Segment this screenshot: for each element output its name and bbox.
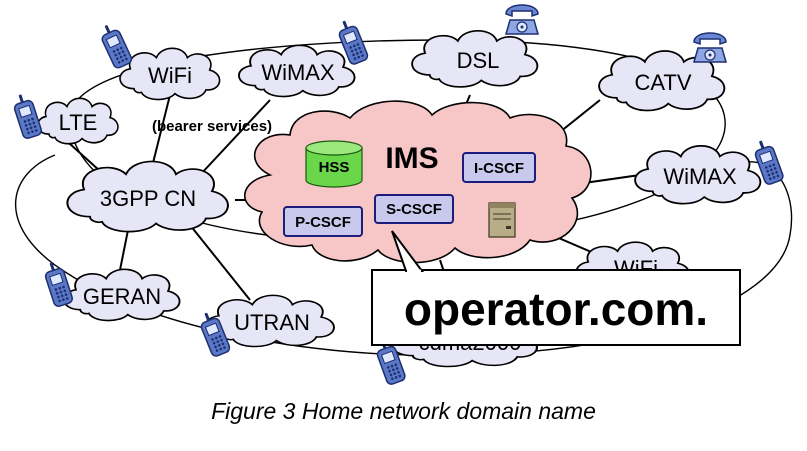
domain-name-callout: operator.com. (371, 230, 741, 346)
cloud-catv: CATV (598, 50, 726, 112)
svg-text:I-CSCF: I-CSCF (474, 160, 524, 177)
svg-text:WiMAX: WiMAX (261, 60, 335, 85)
figure-caption: Figure 3 Home network domain name (211, 398, 596, 424)
svg-text:LTE: LTE (59, 110, 98, 135)
mobile-phone-icon (10, 91, 44, 141)
cloud-dsl: DSL (411, 29, 539, 88)
svg-text:HSS: HSS (319, 159, 350, 176)
icscf-node: I-CSCF (462, 152, 536, 183)
ims-title: IMS (385, 142, 438, 175)
svg-text:UTRAN: UTRAN (234, 310, 310, 335)
hss-database: HSS (305, 140, 363, 188)
svg-text:GERAN: GERAN (83, 284, 161, 309)
cloud-lte: LTE (36, 97, 119, 145)
cloud-utran: UTRAN (204, 294, 335, 348)
svg-text:CATV: CATV (634, 70, 691, 95)
cloud-3gpp-cn: 3GPP CN (66, 160, 229, 233)
svg-text:P-CSCF: P-CSCF (295, 214, 351, 231)
database-icon (305, 140, 363, 188)
ims-cloud: IMS (244, 100, 592, 264)
upper-ring (69, 39, 726, 242)
link-cn-utran (189, 224, 251, 301)
svg-text:DSL: DSL (457, 48, 500, 73)
svg-text:S-CSCF: S-CSCF (386, 201, 442, 218)
svg-text:3GPP CN: 3GPP CN (100, 186, 196, 211)
bearer-services-label: (bearer services) (152, 118, 272, 135)
pcscf-node: P-CSCF (283, 206, 363, 237)
svg-text:WiMAX: WiMAX (663, 164, 737, 189)
link-cn-wimax (199, 99, 271, 176)
cloud-wimax-right: WiMAX (634, 144, 762, 205)
desk-telephone-icon (505, 4, 539, 35)
domain-name: operator.com. (404, 283, 708, 335)
cloud-wifi-top: WiFi (119, 47, 221, 101)
mobile-phone-icon (96, 20, 134, 71)
cloud-wimax-top: WiMAX (238, 44, 356, 98)
server-icon (488, 202, 516, 238)
desk-telephone-icon (693, 32, 727, 63)
cloud-geran: GERAN (63, 268, 181, 322)
scscf-node: S-CSCF (374, 194, 454, 224)
svg-text:WiFi: WiFi (148, 63, 192, 88)
